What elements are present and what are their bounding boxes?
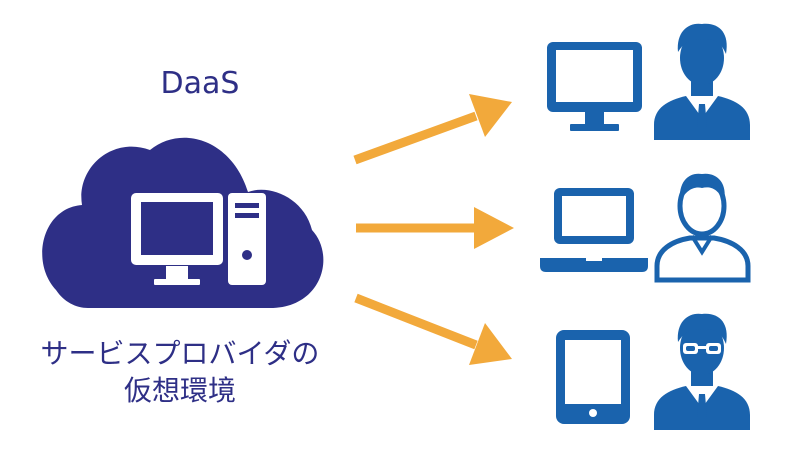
laptop-icon [540, 188, 648, 272]
provider-line-2: 仮想環境 [123, 374, 236, 407]
server-monitor-icon [131, 193, 223, 285]
daas-title: DaaS [120, 66, 280, 101]
tower-pc-icon [228, 193, 266, 285]
user-glasses-icon [654, 313, 750, 430]
arrow-to-laptop [356, 207, 514, 249]
glasses-icon [683, 343, 721, 354]
daas-title-text: DaaS [160, 66, 240, 101]
arrow-to-tablet [354, 293, 512, 365]
user-outline-icon [654, 173, 751, 283]
arrow-to-desktop [353, 94, 512, 165]
desktop-monitor-icon [547, 42, 642, 131]
provider-environment-label: サービスプロバイダの 仮想環境 [20, 335, 340, 409]
user-icon [654, 23, 750, 140]
tablet-icon [556, 330, 630, 424]
provider-line-1: サービスプロバイダの [40, 337, 320, 370]
